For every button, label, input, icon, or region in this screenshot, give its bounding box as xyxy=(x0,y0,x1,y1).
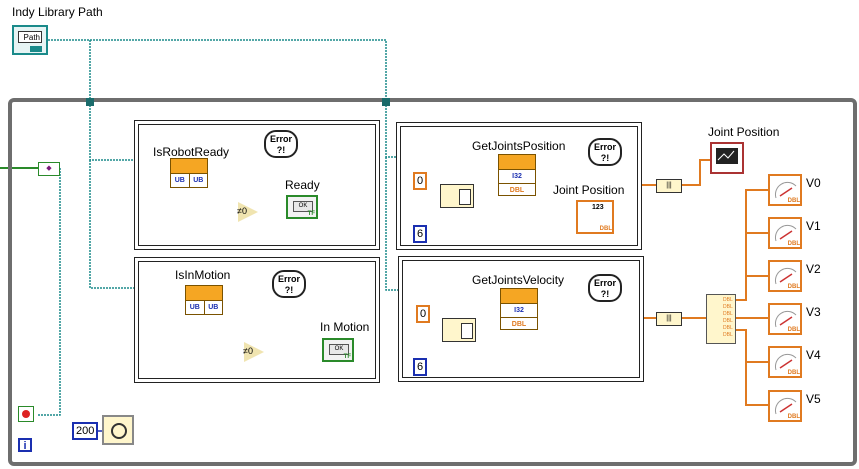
not-equal-zero-node[interactable] xyxy=(244,342,264,362)
velocity-length-constant[interactable]: 6 xyxy=(413,358,427,376)
ready-label: Ready xyxy=(285,178,320,192)
gauge-v1[interactable]: DBL xyxy=(768,217,802,249)
not-zero-glyph: ≠0 xyxy=(243,346,253,356)
subvi-icon xyxy=(500,288,538,304)
v5-label: V5 xyxy=(806,392,821,406)
terminal-ub: UB xyxy=(171,174,190,187)
in-motion-label: In Motion xyxy=(320,320,370,334)
build-waveform-node[interactable]: ||| xyxy=(656,312,682,326)
ready-indicator[interactable]: OK TF xyxy=(286,195,318,219)
stop-button[interactable] xyxy=(18,406,34,422)
error-text: Error xyxy=(277,274,300,284)
subvi-icon xyxy=(185,285,223,301)
dbl-tag: DBL xyxy=(787,241,800,247)
dbl-tag: DBL xyxy=(787,198,800,204)
error-mark: ?! xyxy=(276,145,286,155)
v2-label: V2 xyxy=(806,262,821,276)
ok-glyph: OK xyxy=(293,201,313,212)
error-text: Error xyxy=(269,134,292,144)
is-in-motion-label: IsInMotion xyxy=(175,268,231,282)
velocity-index-constant[interactable]: 0 xyxy=(416,305,430,323)
tf-glyph: TF xyxy=(307,211,315,217)
shift-register-left xyxy=(86,98,94,106)
gauge-dial-icon xyxy=(774,397,797,415)
shift-register-right xyxy=(382,98,390,106)
not-equal-zero-node[interactable] xyxy=(238,202,258,222)
terminal-ub-2: UB xyxy=(193,177,204,184)
error-mark: ?! xyxy=(600,289,610,299)
loop-iteration-terminal: i xyxy=(18,438,32,452)
subvi-icon xyxy=(498,154,536,170)
while-loop[interactable] xyxy=(8,98,857,466)
terminal-ub: UB xyxy=(186,301,205,314)
dbl-tag: DBL xyxy=(787,284,800,290)
gauge-v5[interactable]: DBL xyxy=(768,390,802,422)
terminal-dbl: DBL xyxy=(511,321,527,328)
error-text: Error xyxy=(593,142,616,152)
subvi-icon xyxy=(170,158,208,174)
ok-glyph: OK xyxy=(329,344,349,355)
get-joints-position-label: GetJointsPosition xyxy=(472,139,566,153)
gauge-dial-icon xyxy=(774,267,797,285)
dbl-tag: DBL xyxy=(599,226,612,232)
not-zero-glyph: ≠0 xyxy=(237,206,247,216)
joint-position-graph-label: Joint Position xyxy=(708,125,780,139)
gauge-dial-icon xyxy=(774,181,797,199)
indy-library-path-control[interactable]: Path xyxy=(12,25,48,55)
v3-label: V3 xyxy=(806,305,821,319)
in-motion-indicator[interactable]: OK TF xyxy=(322,338,354,362)
input-tunnel-icon: ◆ xyxy=(38,162,60,176)
error-text: Error xyxy=(593,278,616,288)
position-length-constant[interactable]: 6 xyxy=(413,225,427,243)
dbl-tag: DBL xyxy=(787,327,800,333)
tf-glyph: TF xyxy=(343,354,351,360)
indy-library-path-label: Indy Library Path xyxy=(12,5,103,19)
terminal-dbl: DBL xyxy=(509,187,525,194)
position-index-constant[interactable]: 0 xyxy=(413,172,427,190)
joint-position-array-indicator[interactable]: 123 DBL xyxy=(576,200,614,234)
build-waveform-node[interactable]: ||| xyxy=(656,179,682,193)
wait-ms-icon xyxy=(102,415,134,445)
get-joints-velocity-label: GetJointsVelocity xyxy=(472,273,565,287)
sequence-frame-is-in-motion xyxy=(134,257,380,383)
gauge-v0[interactable]: DBL xyxy=(768,174,802,206)
path-wire xyxy=(48,39,387,102)
terminal-i32: I32 xyxy=(501,304,537,318)
gauge-v2[interactable]: DBL xyxy=(768,260,802,292)
initialize-array-node[interactable] xyxy=(440,184,474,208)
dbl-tag: DBL xyxy=(787,414,800,420)
error-handler-icon[interactable]: Error ?! xyxy=(588,138,622,166)
error-mark: ?! xyxy=(284,285,294,295)
dbl-tag: DBL xyxy=(787,370,800,376)
path-tag-icon xyxy=(30,46,42,52)
initialize-array-node[interactable] xyxy=(442,318,476,342)
is-robot-ready-label: IsRobotReady xyxy=(153,145,230,159)
gauge-dial-icon xyxy=(774,224,797,242)
joint-position-array-label: Joint Position xyxy=(553,183,625,197)
terminal-ub-2: UB xyxy=(208,304,219,311)
error-handler-icon[interactable]: Error ?! xyxy=(272,270,306,298)
wait-ms-constant[interactable]: 200 xyxy=(72,422,98,440)
error-mark: ?! xyxy=(600,153,610,163)
gauge-dial-icon xyxy=(774,353,797,371)
graph-trace-icon xyxy=(717,150,735,161)
gauge-v4[interactable]: DBL xyxy=(768,346,802,378)
path-glyph: Path xyxy=(18,31,42,43)
gauge-dial-icon xyxy=(774,310,797,328)
terminal-i32: I32 xyxy=(499,170,535,184)
v4-label: V4 xyxy=(806,348,821,362)
joint-position-graph[interactable] xyxy=(710,142,744,174)
v0-label: V0 xyxy=(806,176,821,190)
gauge-v3[interactable]: DBL xyxy=(768,303,802,335)
array-index-glyph: 123 xyxy=(592,204,604,211)
v1-label: V1 xyxy=(806,219,821,233)
error-handler-icon[interactable]: Error ?! xyxy=(264,130,298,158)
error-handler-icon[interactable]: Error ?! xyxy=(588,274,622,302)
